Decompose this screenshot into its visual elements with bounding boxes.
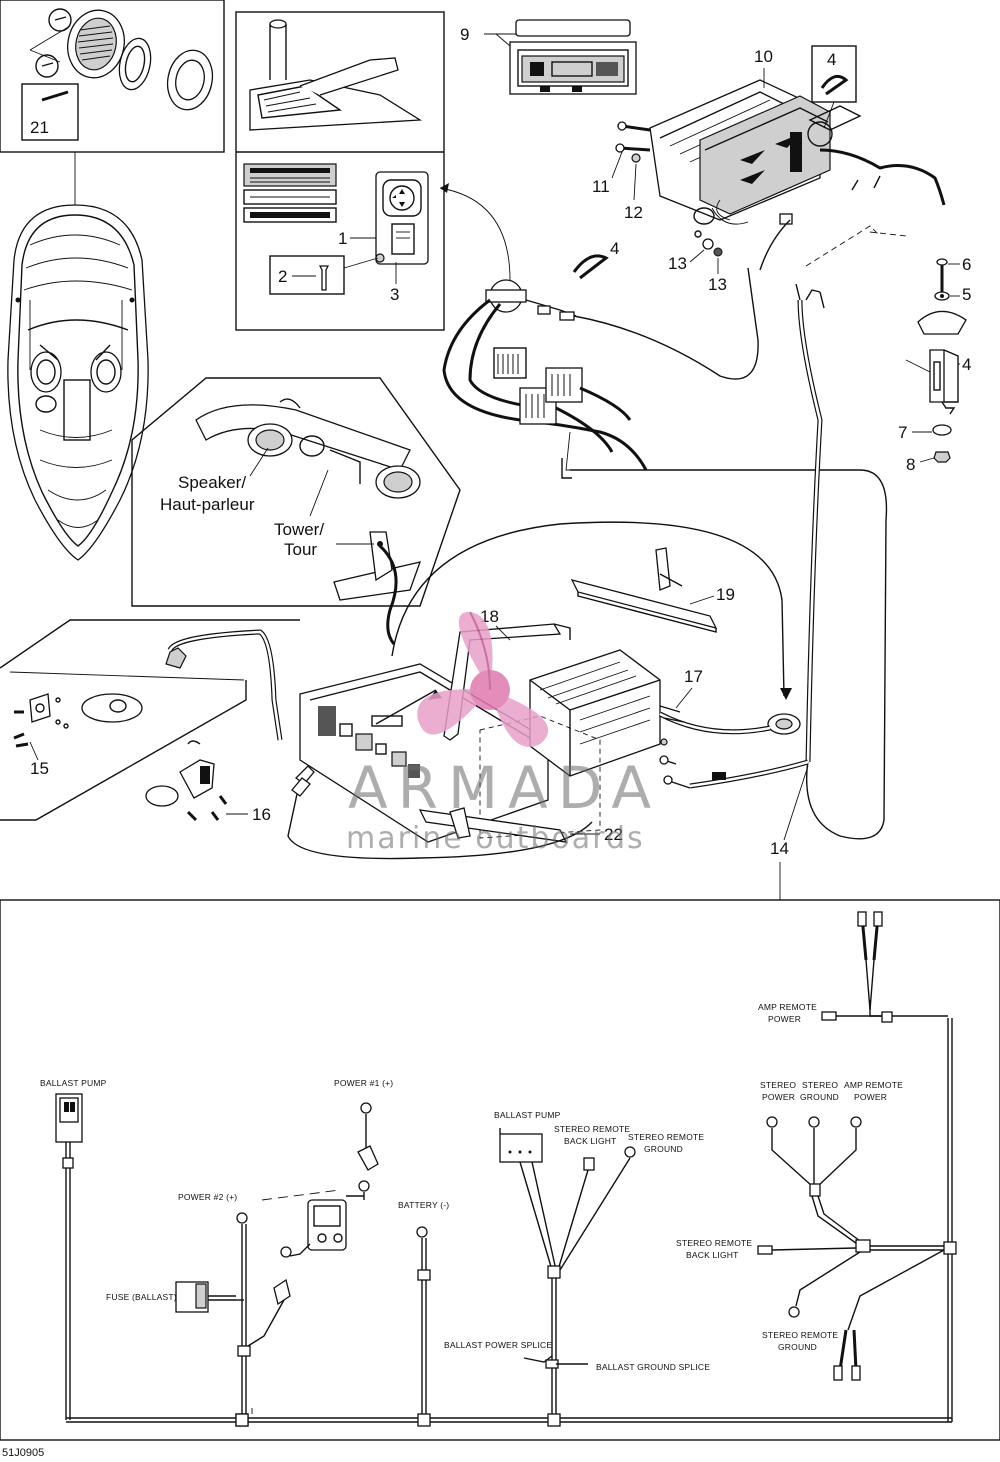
speaker-grille-inset: 21 (0, 0, 225, 300)
main-harness (442, 267, 759, 479)
label-ballast-ground-splice: BALLAST GROUND SPLICE (596, 1362, 710, 1372)
label-ballast-pump-mid: BALLAST PUMP (494, 1110, 561, 1120)
label-stereo-remote-back-light-2: BACK LIGHT (686, 1250, 739, 1260)
zip-tie-callout: 4 (807, 45, 857, 147)
label-ballast-pump-left: BALLAST PUMP (40, 1078, 107, 1088)
callout-9: 8 (906, 455, 915, 474)
label-stereo-ground-2: GROUND (800, 1092, 839, 1102)
watermark-tagline: marine outboards (346, 821, 645, 856)
label-power1: POWER #1 (+) (334, 1078, 393, 1088)
callout-7: 6 (962, 255, 971, 274)
label-stereo-power-1: STEREO (760, 1080, 796, 1090)
drawing-code: 51J0905 (2, 1447, 44, 1459)
watermark-brand: ARMADA (348, 754, 661, 822)
tower-speaker-inset: Speaker/ Haut-parleur Tower/ Tour (131, 377, 461, 645)
label-amp-remote-power-2: POWER (854, 1092, 887, 1102)
label-stereo-remote-back-light-top-2: BACK LIGHT (564, 1136, 617, 1146)
callout-13b: 13 (668, 254, 687, 273)
stereo-head-unit: 9 (460, 19, 637, 95)
label-stereo-remote-back-light-top-1: STEREO REMOTE (554, 1124, 630, 1134)
label-amp-remote-power-top-2: POWER (768, 1014, 801, 1024)
label-stereo-remote-ground-1: STEREO REMOTE (762, 1330, 838, 1340)
callout-4b: 4 (610, 239, 619, 258)
label-stereo-remote-back-light-1: STEREO REMOTE (676, 1238, 752, 1248)
label-stereo-ground-1: STEREO (802, 1080, 838, 1090)
callout-11: 10 (754, 47, 773, 66)
callout-22: 22 (604, 825, 623, 844)
armada-watermark: ARMADA marine outboards (346, 611, 661, 856)
callout-17: 15 (30, 759, 49, 778)
label-amp-remote-power-top-1: AMP REMOTE (758, 1002, 817, 1012)
label-ballast-power-splice: BALLAST POWER SPLICE (444, 1340, 552, 1350)
callout-3: 3 (390, 285, 399, 304)
tower-label-1: Tower/ (274, 520, 324, 539)
tower-label-2: Tour (284, 540, 317, 559)
callout-15: 21 (30, 118, 49, 137)
callout-21: 19 (716, 585, 735, 604)
speaker-label-1: Speaker/ (178, 473, 246, 492)
callout-13a: 12 (624, 203, 643, 222)
callout-4a: 4 (827, 50, 836, 69)
label-battery: BATTERY (-) (398, 1200, 449, 1210)
speaker-label-2: Haut-parleur (160, 495, 255, 514)
callout-2: 2 (278, 267, 287, 286)
mount-bracket: 6 5 4 7 8 (898, 255, 971, 474)
label-fuse: FUSE (BALLAST) (106, 1292, 177, 1302)
boat-top-view (7, 204, 149, 561)
callout-5: 4 (962, 355, 971, 374)
control-panel-inset: 1 2 3 (235, 11, 445, 331)
callout-6: 5 (962, 285, 971, 304)
wiring-schematic: BALLAST PUMP FUSE (BALLAST) POWER #2 (+) (0, 899, 1000, 1441)
callout-19: 17 (684, 667, 703, 686)
label-stereo-remote-ground-top-2: GROUND (644, 1144, 683, 1154)
callout-18: 16 (252, 805, 271, 824)
callout-8: 7 (898, 423, 907, 442)
callout-12: 11 (592, 177, 610, 196)
callout-10: 9 (460, 25, 469, 44)
callout-16: 14 (770, 839, 789, 858)
label-power2: POWER #2 (+) (178, 1192, 237, 1202)
screws-12-13: 11 12 (592, 121, 651, 222)
label-amp-remote-power-1: AMP REMOTE (844, 1080, 903, 1090)
label-stereo-remote-ground-top-1: STEREO REMOTE (628, 1132, 704, 1142)
label-stereo-power-2: POWER (762, 1092, 795, 1102)
speaker-mount-inset: 15 16 (0, 619, 300, 824)
hardware-13-14: 13 13 (668, 207, 727, 294)
callout-14: 13 (708, 275, 727, 294)
callout-1: 1 (338, 229, 347, 248)
label-stereo-remote-ground-2: GROUND (778, 1342, 817, 1352)
stereo-housing: 10 (649, 47, 862, 225)
